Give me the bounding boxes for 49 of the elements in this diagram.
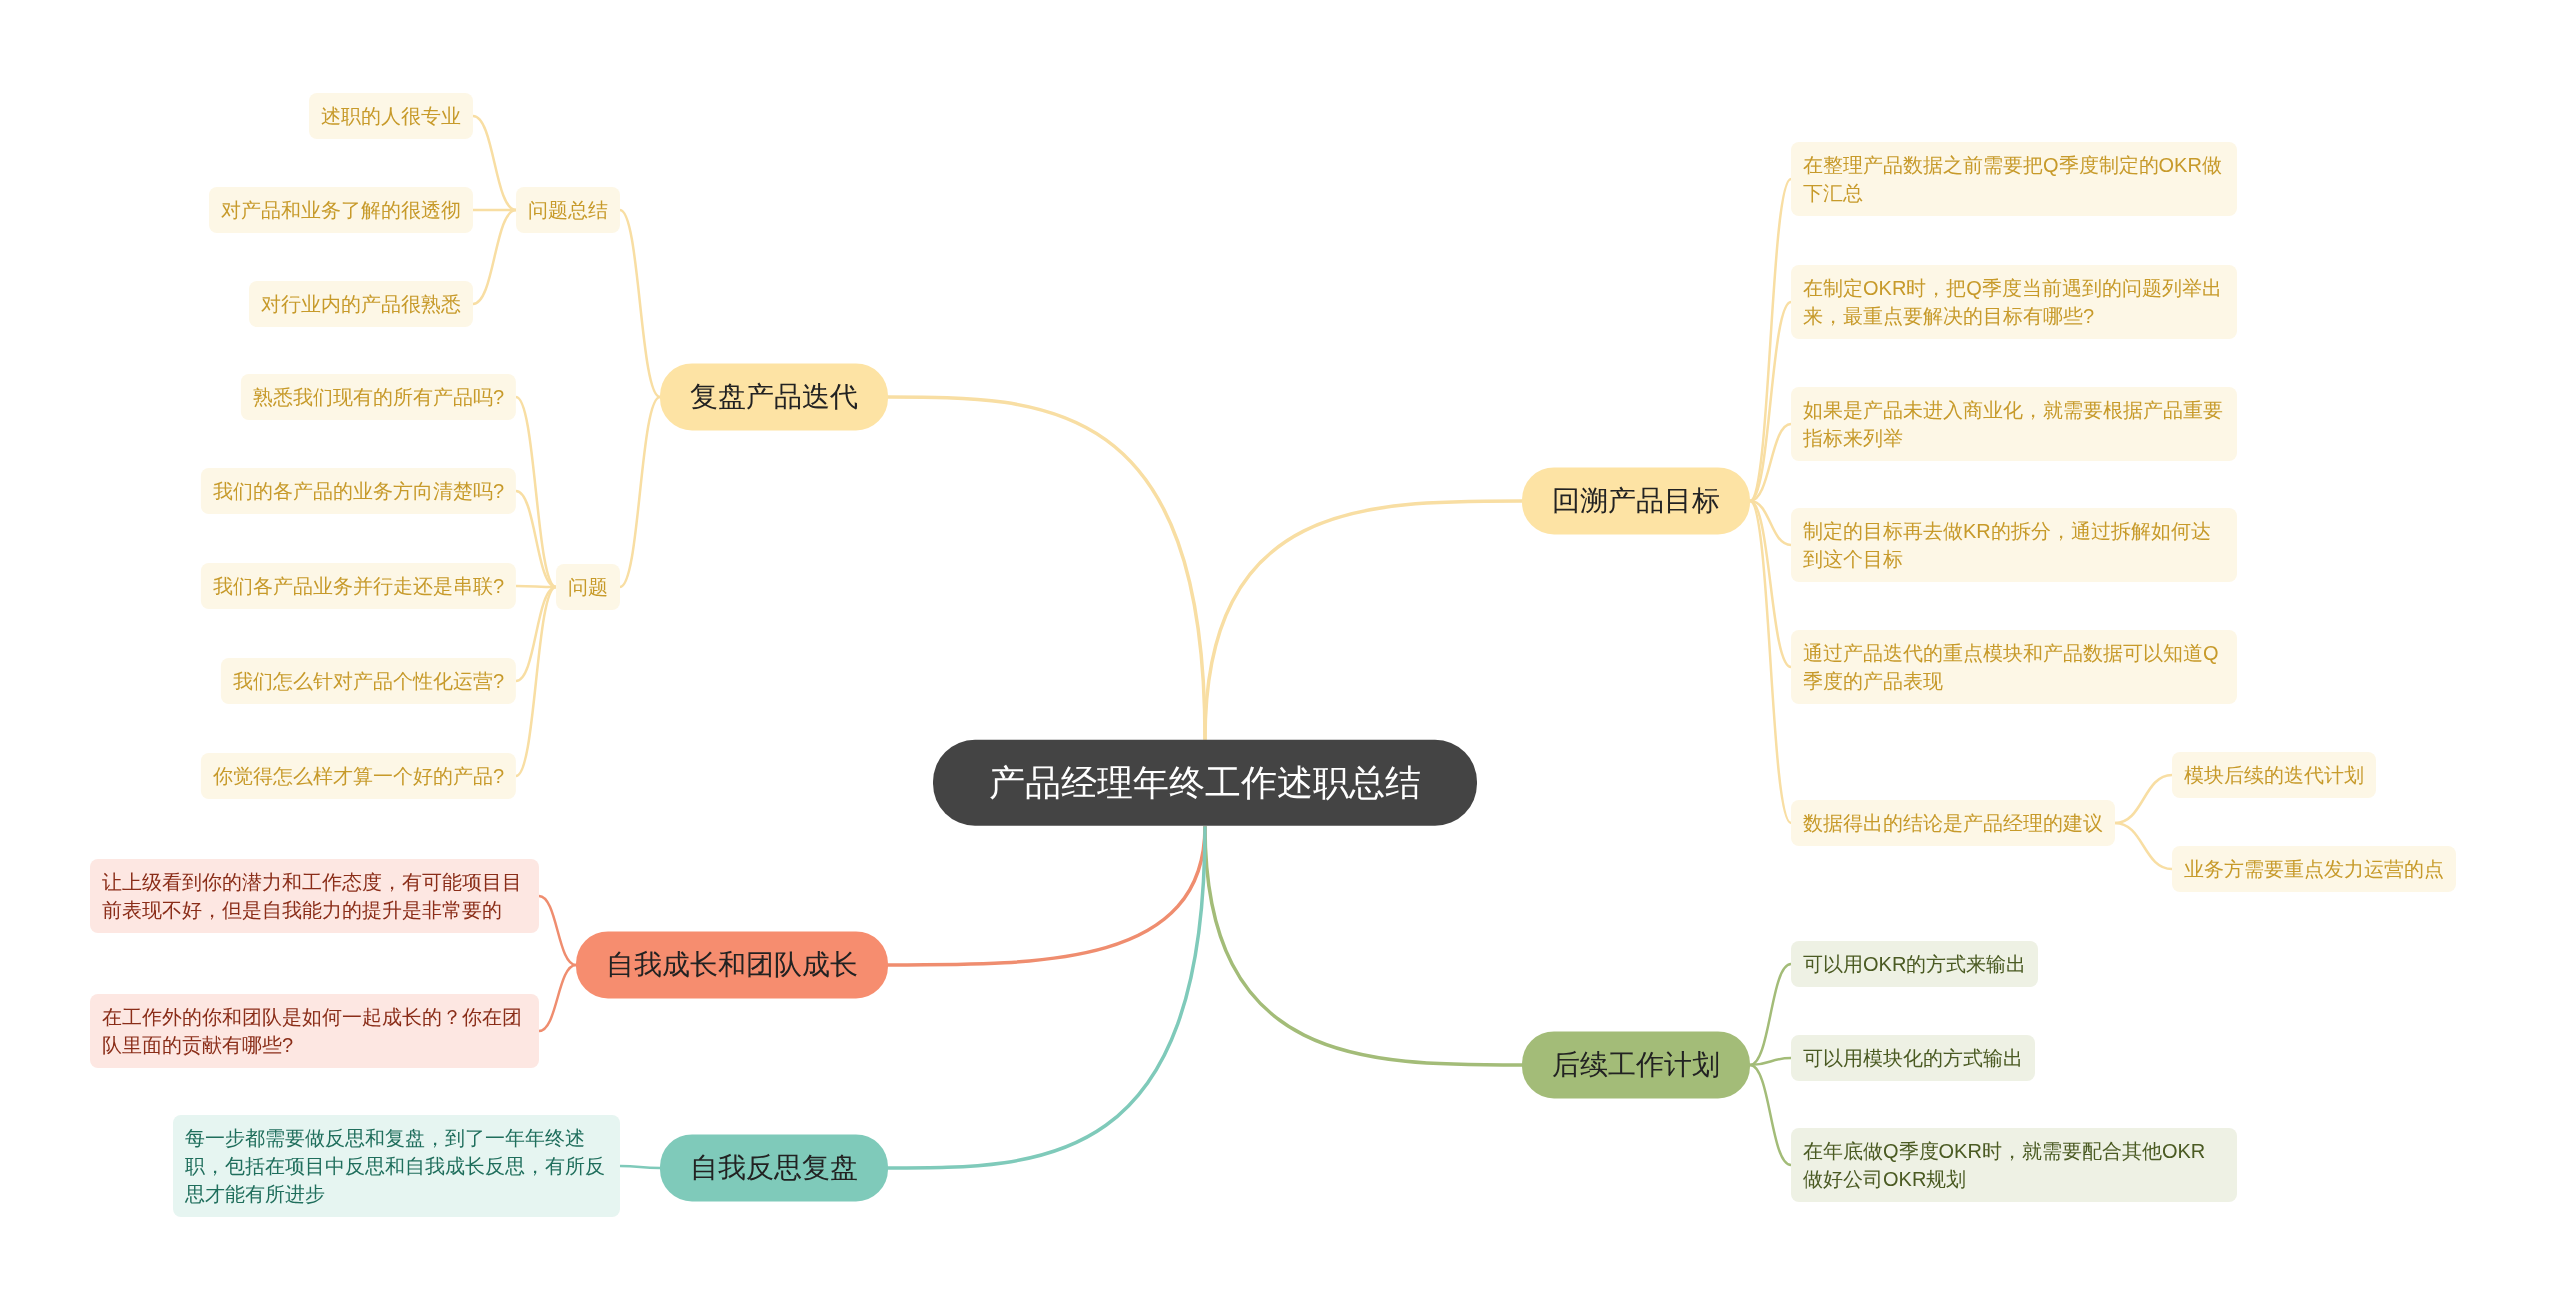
connector-line: [2114, 821, 2173, 871]
subtopic-box: 熟悉我们现有的所有产品吗?: [240, 374, 516, 420]
subtopic-box: 我们各产品业务并行走还是串联?: [200, 563, 516, 609]
subtopic-box: 可以用OKR的方式来输出: [1791, 941, 2039, 987]
connector-line: [473, 208, 516, 212]
subtopic-box: 我们怎么针对产品个性化运营?: [220, 658, 516, 704]
subtopic-box: 述职的人很专业: [309, 93, 473, 139]
connector-line: [472, 114, 517, 212]
subtopic-box: 问题总结: [516, 187, 620, 233]
subtopic-box: 问题: [556, 564, 620, 610]
branch-topic: 后续工作计划: [1522, 1031, 1750, 1099]
subtopic-box: 在制定OKR时，把Q季度当前遇到的问题列举出来，最重点要解决的目标有哪些?: [1791, 265, 2237, 339]
connector-line: [2114, 773, 2173, 825]
connector-line: [1749, 500, 1792, 824]
connector-line: [515, 396, 557, 588]
subtopic-box: 可以用模块化的方式输出: [1791, 1035, 2035, 1081]
subtopic-box: 你觉得怎么样才算一个好的产品?: [200, 753, 516, 799]
connector-line: [619, 209, 661, 398]
branch-topic: 复盘产品迭代: [660, 363, 888, 431]
subtopic-box: 业务方需要重点发力运营的点: [2172, 846, 2456, 892]
connector-line: [515, 586, 557, 777]
connector-line: [515, 489, 557, 589]
subtopic-box: 如果是产品未进入商业化，就需要根据产品重要指标来列举: [1791, 387, 2237, 461]
connector-line: [538, 963, 577, 1033]
branch-topic: 回溯产品目标: [1522, 467, 1750, 535]
connector-line: [472, 208, 517, 306]
connector-line: [1749, 962, 1792, 1067]
subtopic-box: 让上级看到你的潜力和工作态度，有可能项目目前表现不好，但是自我能力的提升是非常要的: [90, 859, 539, 933]
central-topic: 产品经理年终工作述职总结: [933, 739, 1477, 827]
subtopic-box: 在年底做Q季度OKR时，就需要配合其他OKR做好公司OKR规划: [1791, 1128, 2237, 1202]
subtopic-box: 模块后续的迭代计划: [2172, 752, 2376, 798]
connector-line: [620, 1164, 660, 1170]
branch-topic: 自我反思复盘: [660, 1134, 888, 1202]
subtopic-box: 制定的目标再去做KR的拆分，通过拆解如何达到这个目标: [1791, 508, 2237, 582]
subtopic-box: 数据得出的结论是产品经理的建议: [1791, 800, 2115, 846]
connector-line: [515, 585, 557, 683]
subtopic-box: 每一步都需要做反思和复盘，到了一年年终述职，包括在项目中反思和自我成长反思，有所反思才能有所进步: [173, 1115, 620, 1217]
subtopic-box: 对产品和业务了解的很透彻: [209, 187, 473, 233]
connector-line: [538, 894, 577, 967]
subtopic-box: 在整理产品数据之前需要把Q季度制定的OKR做下汇总: [1791, 142, 2237, 216]
connector-line: [1749, 1063, 1792, 1167]
connector-line: [619, 396, 661, 588]
subtopic-box: 通过产品迭代的重点模块和产品数据可以知道Q季度的产品表现: [1791, 630, 2237, 704]
subtopic-box: 在工作外的你和团队是如何一起成长的？你在团队里面的贡献有哪些?: [90, 994, 539, 1068]
subtopic-box: 对行业内的产品很熟悉: [249, 281, 473, 327]
connector-line: [1203, 499, 1522, 740]
subtopic-box: 我们的各产品的业务方向清楚吗?: [200, 468, 516, 514]
branch-topic: 自我成长和团队成长: [576, 931, 888, 999]
connector-line: [888, 826, 1207, 1170]
